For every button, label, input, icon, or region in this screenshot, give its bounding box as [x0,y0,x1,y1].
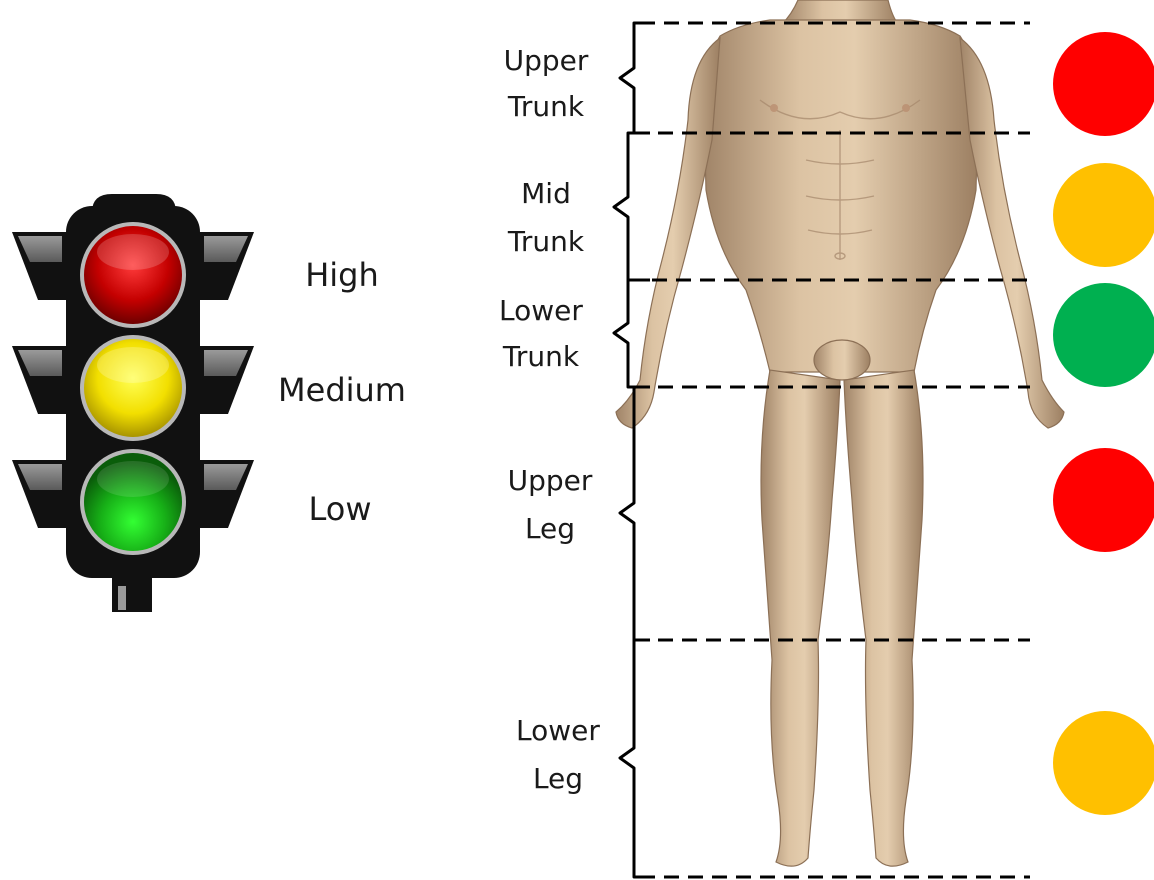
region-lower-trunk-line1: Lower [499,294,583,327]
risk-dot-lower-leg [1053,711,1154,815]
traffic-light-icon [12,194,254,612]
region-lower-leg-line2: Leg [533,762,583,795]
legend-label-medium: Medium [278,371,406,409]
risk-dot-mid-trunk [1053,163,1154,267]
region-lower-leg-line1: Lower [516,714,600,747]
risk-dot-lower-trunk [1053,283,1154,387]
region-lower-trunk-line2: Trunk [502,340,580,373]
region-upper-leg-line1: Upper [508,464,593,497]
region-mid-trunk-line1: Mid [521,177,571,210]
region-upper-leg-line2: Leg [525,512,575,545]
risk-dot-upper-trunk [1053,32,1154,136]
region-mid-trunk-line2: Trunk [507,225,585,258]
region-brackets [614,23,650,877]
region-upper-trunk-line1: Upper [504,44,589,77]
region-labels: Upper Trunk Mid Trunk Lower Trunk Upper … [499,44,600,795]
risk-indicators [1053,32,1154,815]
human-body-figure [616,0,1064,866]
legend-label-low: Low [308,490,371,528]
risk-dot-upper-leg [1053,448,1154,552]
region-upper-trunk-line2: Trunk [507,90,585,123]
legend-label-high: High [305,256,379,294]
